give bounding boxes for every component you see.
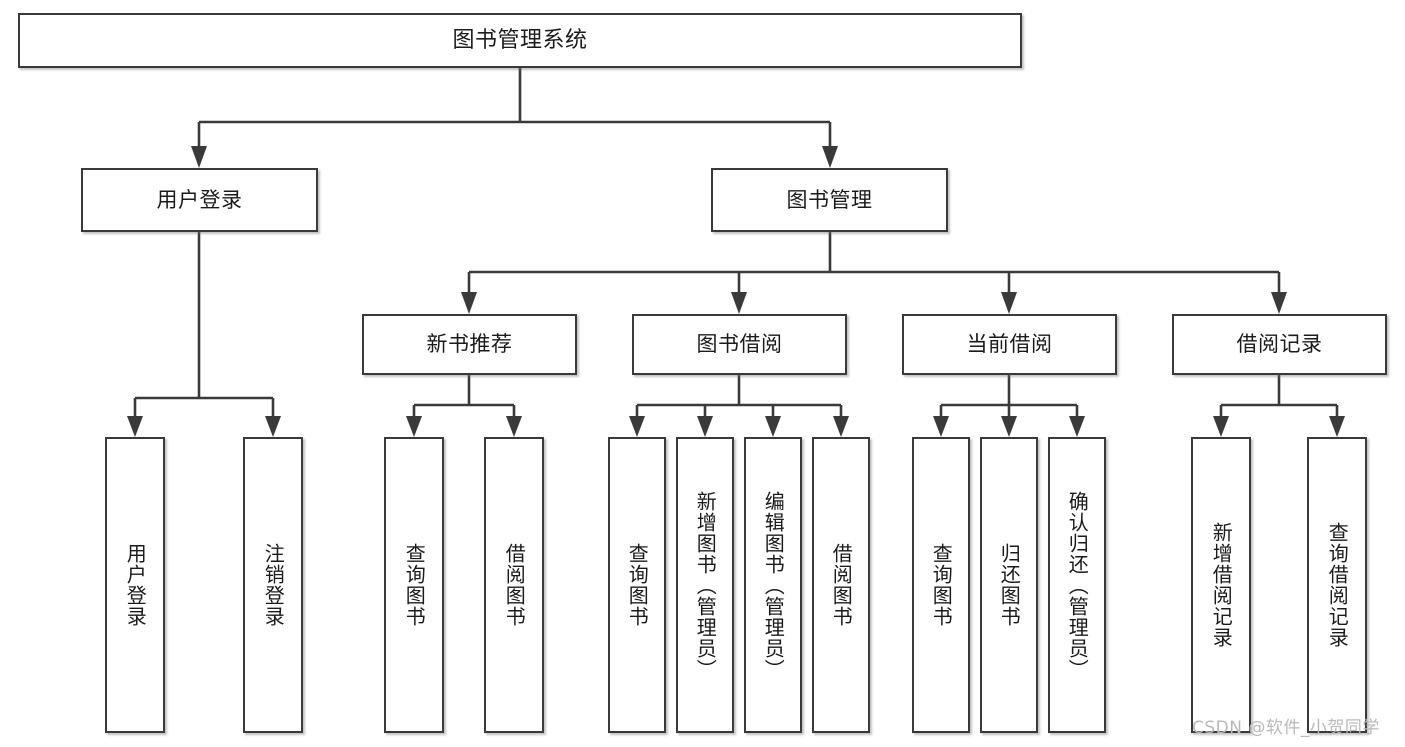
node-new-book-recommendation[interactable]: 新书推荐	[362, 314, 577, 375]
node-root-book-management-system[interactable]: 图书管理系统	[18, 13, 1022, 68]
node-label: 用户登录	[156, 187, 243, 212]
leaf-book-borrow-edit-book-admin[interactable]: 编辑图书（管理员）	[744, 437, 802, 733]
node-book-borrowing[interactable]: 图书借阅	[632, 314, 847, 375]
leaf-current-borrow-confirm-return-admin[interactable]: 确认归还（管理员）	[1048, 437, 1106, 733]
node-label: 图书借阅	[696, 332, 783, 357]
leaf-record-query-borrow-record[interactable]: 查询借阅记录	[1307, 437, 1367, 733]
leaf-book-borrow-borrow-book[interactable]: 借阅图书	[812, 437, 870, 733]
leaf-current-borrow-query-book[interactable]: 查询图书	[912, 437, 970, 733]
node-label: 借阅记录	[1236, 332, 1323, 357]
node-current-borrowing[interactable]: 当前借阅	[902, 314, 1117, 375]
leaf-current-borrow-return-book[interactable]: 归还图书	[980, 437, 1038, 733]
node-label: 查询图书	[402, 543, 427, 627]
node-label: 确认归还（管理员）	[1065, 490, 1090, 680]
node-book-management[interactable]: 图书管理	[711, 168, 948, 232]
leaf-user-login-login[interactable]: 用户登录	[105, 437, 165, 733]
leaf-book-borrow-add-book-admin[interactable]: 新增图书（管理员）	[676, 437, 734, 733]
node-label: 注销登录	[261, 543, 286, 627]
leaf-new-book-query-book[interactable]: 查询图书	[384, 437, 444, 733]
node-label: 新增图书（管理员）	[693, 490, 718, 680]
node-label: 借阅图书	[829, 543, 854, 627]
leaf-new-book-borrow-book[interactable]: 借阅图书	[484, 437, 544, 733]
node-label: 编辑图书（管理员）	[761, 490, 786, 680]
node-label: 图书管理	[786, 187, 873, 212]
node-label: 归还图书	[997, 543, 1022, 627]
leaf-user-login-logout[interactable]: 注销登录	[243, 437, 303, 733]
node-label: 当前借阅	[966, 332, 1053, 357]
leaf-record-add-borrow-record[interactable]: 新增借阅记录	[1191, 437, 1251, 733]
node-label: 借阅图书	[502, 543, 527, 627]
node-label: 图书管理系统	[452, 27, 588, 53]
node-label: 用户登录	[123, 543, 148, 627]
node-label: 查询借阅记录	[1325, 522, 1350, 648]
node-user-login[interactable]: 用户登录	[81, 168, 318, 232]
node-borrowing-records[interactable]: 借阅记录	[1172, 314, 1387, 375]
leaf-book-borrow-query-book[interactable]: 查询图书	[608, 437, 666, 733]
node-label: 新书推荐	[426, 332, 513, 357]
node-label: 查询图书	[929, 543, 954, 627]
node-label: 查询图书	[625, 543, 650, 627]
node-label: 新增借阅记录	[1209, 522, 1234, 648]
